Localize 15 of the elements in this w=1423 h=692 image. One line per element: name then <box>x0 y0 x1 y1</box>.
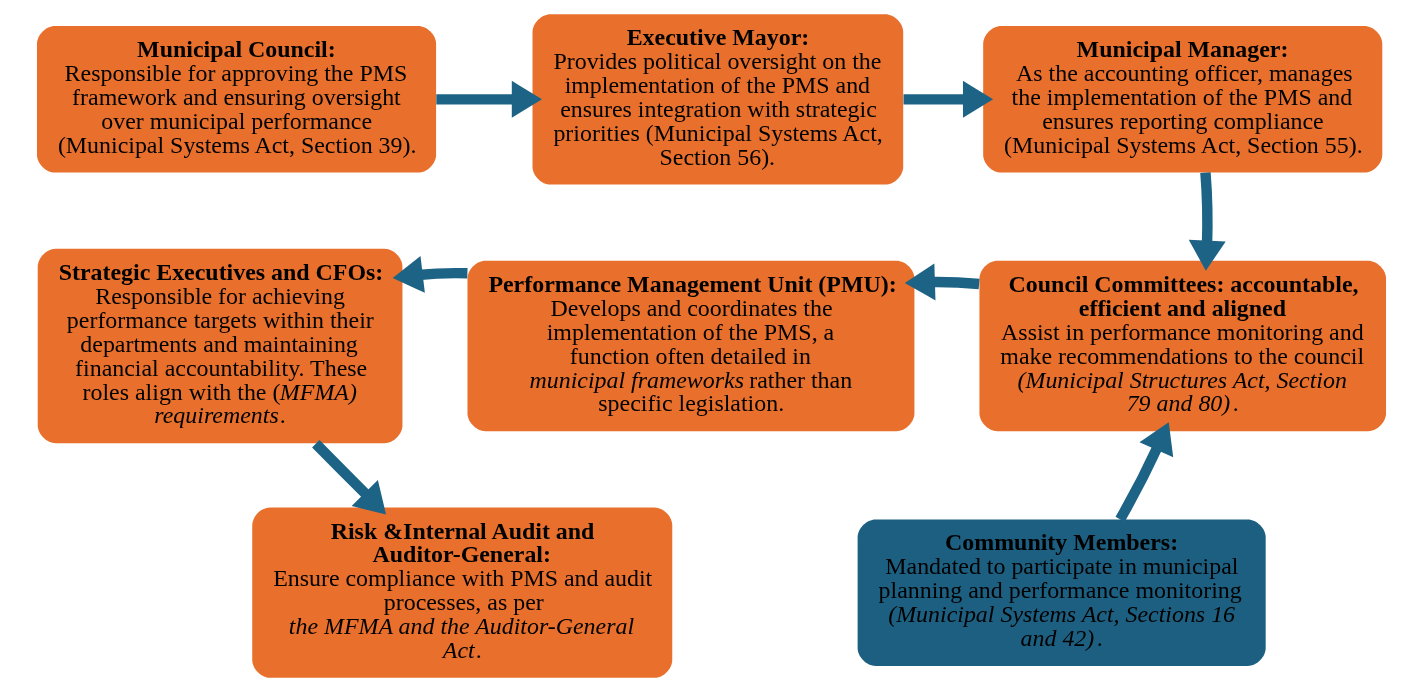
node-box: Strategic Executives and CFOs: Responsible for achieving performance targets within their departments and maintaining financial accountability. These roles align with the (MFMA) requirements. <box>37 248 403 444</box>
arrow <box>392 256 468 293</box>
arrow <box>1115 422 1174 522</box>
node-box: Municipal Council: Responsible for approving the PMS framework and ensuring oversight over municipal performance (Municipal Systems Act, Section 39). <box>37 26 437 173</box>
node-box: Municipal Manager: As the accounting officer, manages the implementation of the PMS and ensures reporting compliance (Municipal Systems Act, Section 55). <box>983 26 1383 173</box>
node-box: Risk &Internal Audit and Auditor-General: Ensure compliance with PMS and audit processes, as per the MFMA and the Auditor-General Act. <box>252 507 673 678</box>
arrow <box>1188 172 1226 271</box>
arrow <box>904 263 980 301</box>
node-box: Council Committees: accountable, efficient and aligned Assist in performance monitoring and make recommendations to the council (Municipal Structures Act, Section 79 and 80). <box>979 260 1386 432</box>
arrow <box>312 440 387 515</box>
arrow <box>436 80 542 118</box>
node-box: Performance Management Unit (PMU): Develops and coordinates the implementation of the PMS, a function often detailed in municipal frameworks rather than specific legislation. <box>467 260 915 432</box>
node-box: Executive Mayor: Provides political oversight on the implementation of the PMS and ensures integration with strategic priorities (Municipal Systems Act, Section 56). <box>532 14 904 185</box>
arrow <box>903 80 994 118</box>
node-box: Community Members: Mandated to participate in municipal planning and performance monitoring (Municipal Systems Act, Sections 16 and 42). <box>857 519 1266 666</box>
